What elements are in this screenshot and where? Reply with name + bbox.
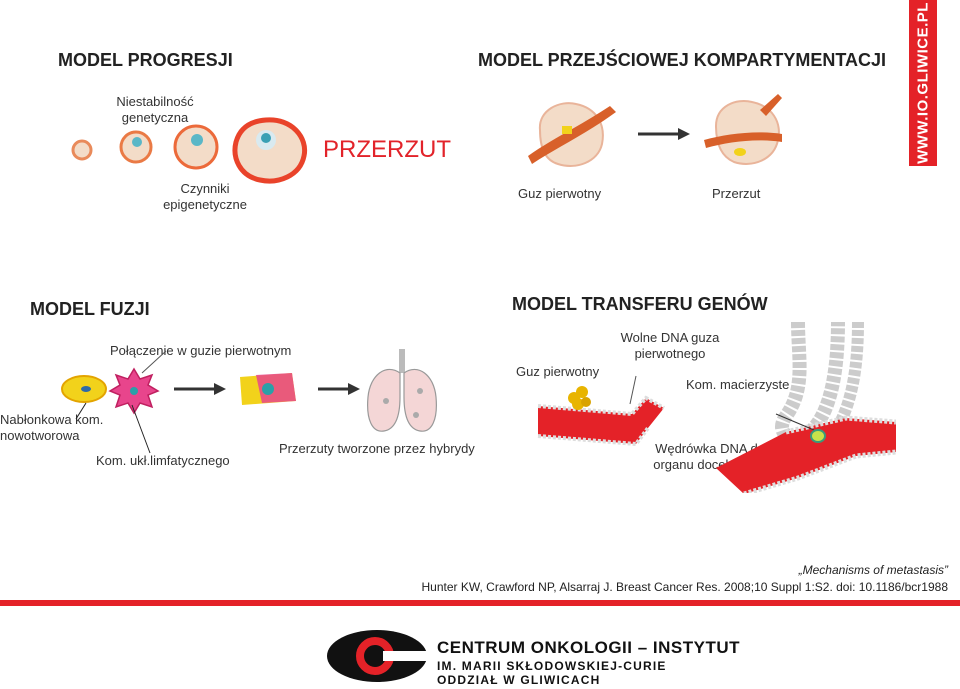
progression-instability-label: Niestabilność genetyczna [116,94,194,125]
citation-title: „Mechanisms of metastasis” [798,563,948,577]
gene-transfer-illustration [537,321,896,493]
logo-line-3: ODDZIAŁ W GLIWICACH [437,673,601,687]
arrow-icon [318,383,360,395]
primary-tumor-cluster [568,386,591,410]
blood-vessel-left [537,395,665,447]
tumor-cell-large [173,124,219,170]
primary-tumor-cell [528,102,616,167]
metastasis-tumor-cell [704,94,782,165]
transitional-title: MODEL PRZEJŚCIOWEJ KOMPARTYMENTACJI [478,50,887,70]
progression-epigenetic-label: Czynniki epigenetyczne [163,181,247,212]
fusion-label: Połączenie w guzie pierwotnym [110,343,292,358]
arrow-icon [174,383,226,395]
stem-cells-label: Kom. macierzyste [686,377,790,392]
divider [0,600,960,606]
hybrids-label: Przerzuty tworzone przez hybrydy [279,441,475,456]
fusion-illustration [61,349,437,454]
website-watermark: WWW.IO.GLIWICE.PL [909,0,937,166]
arrow-icon [638,128,690,140]
blood-vessel-right [716,415,896,493]
transitional-primary-label: Guz pierwotny [518,186,602,201]
gene-transfer-title: MODEL TRANSFERU GENÓW [512,294,768,314]
metastasis-label: PRZERZUT [323,136,451,163]
dna-cell [810,429,826,443]
tumor-cell-metastatic [232,117,308,184]
tumor-cell-small [71,139,93,161]
logo-line-1: CENTRUM ONKOLOGII – INSTYTUT [437,638,740,657]
progression-title: MODEL PROGRESJI [58,50,233,70]
logo-line-2: IM. MARII SKŁODOWSKIEJ-CURIE [437,659,667,673]
free-dna-label: Wolne DNA guza pierwotnego [620,330,720,361]
citation-reference: Hunter KW, Crawford NP, Alsarraj J. Brea… [421,580,948,594]
epithelial-cancer-cell [61,375,107,403]
lymphatic-cell [108,367,160,415]
lymphatic-cell-label: Kom. ukł.limfatycznego [96,453,230,468]
gene-transfer-primary-label: Guz pierwotny [516,364,600,379]
progression-cells-illustration [71,117,308,184]
institute-logo-icon [327,630,435,682]
hybrid-cell [240,373,296,405]
tumor-cell-medium [119,130,153,164]
fusion-title: MODEL FUZJI [30,299,150,319]
lungs-icon [367,349,437,432]
transitional-illustration [528,94,782,167]
transitional-metastasis-label: Przerzut [712,186,761,201]
